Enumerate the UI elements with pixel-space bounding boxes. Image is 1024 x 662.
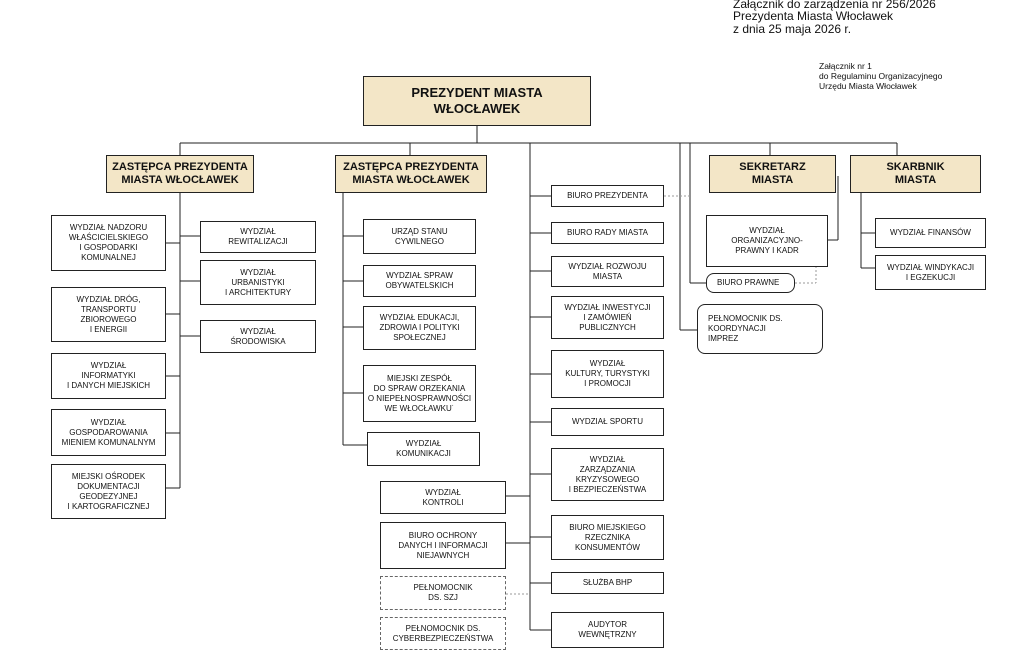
consumer-ombudsman-office: BIURO MIEJSKIEGO RZECZNIKA KONSUMENTÓW — [551, 515, 664, 560]
dept-culture-tourism: WYDZIAŁ KULTURY, TURYSTYKI I PROMOCJI — [551, 350, 664, 398]
header-sub-1: Załącznik nr 1 — [819, 61, 872, 71]
health-safety-service: SŁUŻBA BHP — [551, 572, 664, 594]
header-line-3: z dnia 25 maja 2026 r. — [733, 22, 852, 36]
dept-organizational-legal: WYDZIAŁ ORGANIZACYJNO- PRAWNY I KADR — [706, 215, 828, 267]
internal-auditor: AUDYTOR WEWNĘTRZNY — [551, 612, 664, 648]
city-secretary: SEKRETARZ MIASTA — [709, 155, 836, 193]
president-box: PREZYDENT MIASTA WŁOCŁAWEK — [363, 76, 591, 126]
deputy-president-1: ZASTĘPCA PREZYDENTA MIASTA WŁOCŁAWEK — [106, 155, 254, 193]
header-line-1: Załącznik do zarządzenia nr 256/2026 — [733, 0, 936, 11]
civil-registry-office: URZĄD STANU CYWILNEGO — [363, 219, 476, 254]
dept-crisis-management: WYDZIAŁ ZARZĄDZANIA KRYZYSOWEGO I BEZPIE… — [551, 448, 664, 501]
dept-it-city-data: WYDZIAŁ INFORMATYKI I DANYCH MIEJSKICH — [51, 353, 166, 399]
presidents-office: BIURO PREZYDENTA — [551, 185, 664, 207]
deputy-president-2: ZASTĘPCA PREZYDENTA MIASTA WŁOCŁAWEK — [335, 155, 487, 193]
geodetic-documentation-center: MIEJSKI OŚRODEK DOKUMENTACJI GEODEZYJNEJ… — [51, 464, 166, 519]
dept-city-development: WYDZIAŁ ROZWOJU MIASTA — [551, 256, 664, 287]
dept-sport: WYDZIAŁ SPORTU — [551, 408, 664, 436]
plenipotentiary-szj: PEŁNOMOCNIK DS. SZJ — [380, 576, 506, 610]
disability-assessment-team: MIEJSKI ZESPÓŁ DO SPRAW ORZEKANIA O NIEP… — [363, 365, 476, 422]
header-line-2: Prezydenta Miasta Włocławek — [733, 9, 894, 23]
plenipotentiary-events: PEŁNOMOCNIK DS. KOORDYNACJI IMPREZ — [697, 304, 823, 354]
city-council-office: BIURO RADY MIASTA — [551, 222, 664, 244]
header-sub-2: do Regulaminu Organizacyjnego — [819, 71, 943, 81]
legal-office: BIURO PRAWNE — [706, 273, 795, 293]
header-sub-3: Urzędu Miasta Włocławek — [819, 81, 917, 91]
dept-citizen-affairs: WYDZIAŁ SPRAW OBYWATELSKICH — [363, 265, 476, 297]
dept-environment: WYDZIAŁ ŚRODOWISKA — [200, 320, 316, 353]
dept-finance: WYDZIAŁ FINANSÓW — [875, 218, 986, 248]
dept-ownership-supervision: WYDZIAŁ NADZORU WŁAŚCICIELSKIEGO I GOSPO… — [51, 215, 166, 271]
dept-investments-procurement: WYDZIAŁ INWESTYCJI I ZAMÓWIEŃ PUBLICZNYC… — [551, 296, 664, 339]
dept-control: WYDZIAŁ KONTROLI — [380, 481, 506, 514]
dept-debt-collection: WYDZIAŁ WINDYKACJI I EGZEKUCJI — [875, 255, 986, 290]
dept-municipal-property: WYDZIAŁ GOSPODAROWANIA MIENIEM KOMUNALNY… — [51, 409, 166, 456]
plenipotentiary-cybersecurity: PEŁNOMOCNIK DS. CYBERBEZPIECZEŃSTWA — [380, 617, 506, 650]
dept-communication: WYDZIAŁ KOMUNIKACJI — [367, 432, 480, 466]
dept-education-health: WYDZIAŁ EDUKACJI, ZDROWIA I POLITYKI SPO… — [363, 306, 476, 350]
dept-revitalization: WYDZIAŁ REWITALIZACJI — [200, 221, 316, 253]
data-protection-office: BIURO OCHRONY DANYCH I INFORMACJI NIEJAW… — [380, 522, 506, 569]
dept-roads-transport: WYDZIAŁ DRÓG, TRANSPORTU ZBIOROWEGO I EN… — [51, 287, 166, 342]
city-treasurer: SKARBNIK MIASTA — [850, 155, 981, 193]
dept-urban-planning: WYDZIAŁ URBANISTYKI I ARCHITEKTURY — [200, 260, 316, 305]
